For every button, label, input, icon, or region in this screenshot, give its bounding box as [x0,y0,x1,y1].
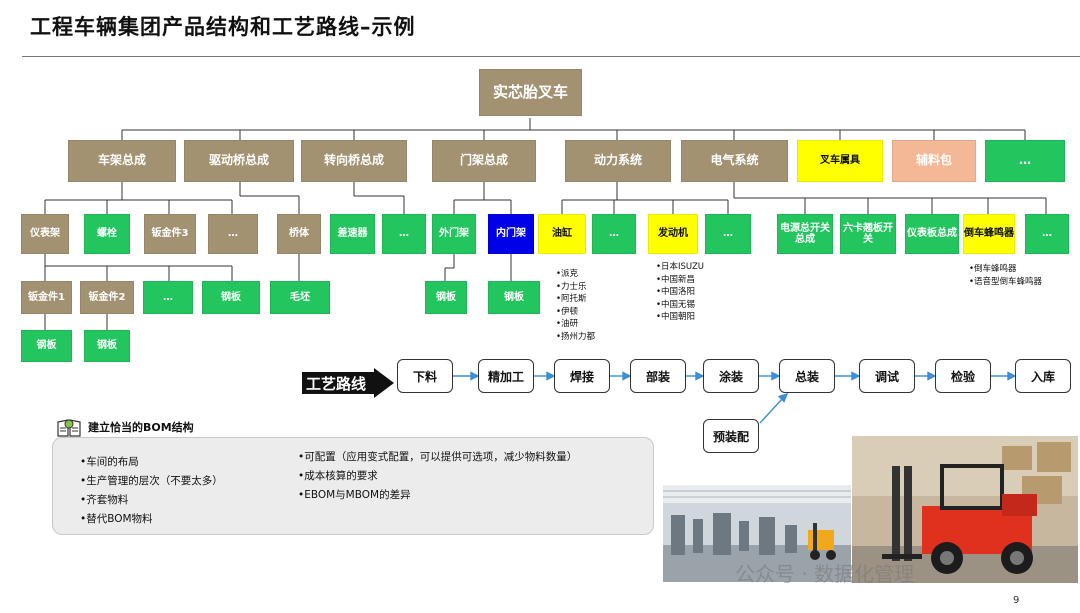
node-main-power-switch[interactable]: 电源总开关总成 [777,214,833,254]
list-item: •日本ISUZU [656,262,705,272]
list-item: •阿托斯 [556,294,587,305]
page-title: 工程车辆集团产品结构和工艺路线–示例 [30,15,416,39]
buzzer-type-list: •倒车蜂鸣器 •语音型倒车蜂鸣器 [969,263,1042,288]
node-differential[interactable]: 差速器 [330,214,375,254]
step-inspection[interactable]: 检验 [935,359,991,393]
book-lightbulb-icon [57,419,81,437]
node-steel-plate-2[interactable]: 钢板 [84,330,130,362]
factory-photo [663,485,851,582]
forklift-photo [852,436,1078,583]
engine-brand-list: •日本ISUZU •中国新昌 •中国洛阳 •中国无锡 •中国朝阳 [656,261,704,324]
list-item: •扬州力都 [556,331,596,342]
cylinder-brand-list: •派克 •力士乐 •阿托斯 •伊顿 •油研 •扬州力都 [556,268,595,344]
list-item: •中国洛阳 [656,287,696,298]
node-sheet-metal-2[interactable]: 钣金件2 [80,281,134,314]
node-more-sheet-metal[interactable]: … [143,281,193,314]
list-item: •中国无锡 [656,299,696,310]
bom-panel [52,437,654,535]
page-number: 9 [1013,595,1020,606]
node-reverse-buzzer[interactable]: 倒车蜂鸣器 [963,214,1015,254]
list-item: •车间的布局 [80,456,139,468]
node-steel-plate-frame[interactable]: 钢板 [202,281,260,314]
node-more-engine[interactable]: … [705,214,751,254]
list-item: •派克 [556,269,579,279]
list-item: •伊顿 [556,306,579,317]
node-steer-axle[interactable]: 转向桥总成 [301,140,407,182]
list-item: •齐套物料 [80,494,129,506]
node-inner-mast[interactable]: 内门架 [488,214,534,254]
step-preassembly[interactable]: 预装配 [703,419,759,453]
node-mast-assembly[interactable]: 门架总成 [432,140,536,182]
list-item: •EBOM与MBOM的差异 [298,489,411,501]
list-item: •油研 [556,319,579,330]
node-more-frame[interactable]: … [208,214,258,254]
node-steel-plate-1[interactable]: 钢板 [21,330,72,362]
step-subassembly[interactable]: 部装 [630,359,686,393]
node-more-electrical[interactable]: … [1025,214,1069,254]
node-more-level1[interactable]: … [985,140,1065,182]
list-item: •语音型倒车蜂鸣器 [969,276,1043,287]
node-accessory-pack[interactable]: 辅料包 [892,140,976,182]
step-finishing[interactable]: 精加工 [478,359,534,393]
black-arrow-icon [302,368,394,398]
node-engine[interactable]: 发动机 [648,214,698,254]
node-outer-mast[interactable]: 外门架 [432,214,476,254]
node-rocker-switch[interactable]: 六卡翘板开关 [840,214,896,254]
bom-heading: 建立恰当的BOM结构 [56,416,194,438]
list-item: •中国朝阳 [656,312,696,323]
node-steel-plate-inner[interactable]: 钢板 [488,281,540,314]
node-electrical-system[interactable]: 电气系统 [681,140,788,182]
node-sheet-metal-1[interactable]: 钣金件1 [21,281,72,314]
node-sheet-metal-3[interactable]: 钣金件3 [144,214,196,254]
route-label: 工艺路线 [302,368,394,398]
bom-left-list: •车间的布局 •生产管理的层次（不要太多） •齐套物料 •替代BOM物料 [80,453,223,529]
node-dashboard-assembly[interactable]: 仪表板总成 [905,214,959,254]
root-product-forklift[interactable]: 实芯胎叉车 [479,69,582,116]
node-frame-assembly[interactable]: 车架总成 [68,140,176,182]
node-bolt[interactable]: 螺栓 [84,214,130,254]
node-more-power[interactable]: … [592,214,636,254]
bom-right-list: •可配置（应用变式配置，可以提供可选项，减少物料数量） •成本核算的要求 •EB… [298,448,577,505]
list-item: •力士乐 [556,281,587,292]
list-item: •倒车蜂鸣器 [969,264,1017,274]
list-item: •中国新昌 [656,274,696,285]
step-cutting[interactable]: 下料 [397,359,453,393]
node-instrument-frame[interactable]: 仪表架 [21,214,69,254]
list-item: •替代BOM物料 [80,513,153,525]
step-welding[interactable]: 焊接 [554,359,610,393]
list-item: •生产管理的层次（不要太多） [80,475,223,487]
node-cylinder[interactable]: 油缸 [538,214,586,254]
node-attachments[interactable]: 叉车属具 [797,140,883,182]
node-axle-body[interactable]: 桥体 [277,214,321,254]
node-blank[interactable]: 毛坯 [270,281,330,314]
step-commissioning[interactable]: 调试 [859,359,915,393]
title-divider [22,56,1080,57]
node-power-system[interactable]: 动力系统 [565,140,671,182]
route-label-text: 工艺路线 [306,374,367,393]
node-more-steer[interactable]: … [382,214,426,254]
node-steel-plate-outer[interactable]: 钢板 [425,281,467,314]
list-item: •可配置（应用变式配置，可以提供可选项，减少物料数量） [298,451,578,463]
bom-heading-text: 建立恰当的BOM结构 [88,421,194,434]
watermark-text: 公众号 · 数据化管理 [735,562,915,586]
node-drive-axle[interactable]: 驱动桥总成 [184,140,294,182]
step-painting[interactable]: 涂装 [703,359,759,393]
step-warehousing[interactable]: 入库 [1015,359,1071,393]
step-final-assembly[interactable]: 总装 [779,359,835,393]
list-item: •成本核算的要求 [298,470,378,482]
